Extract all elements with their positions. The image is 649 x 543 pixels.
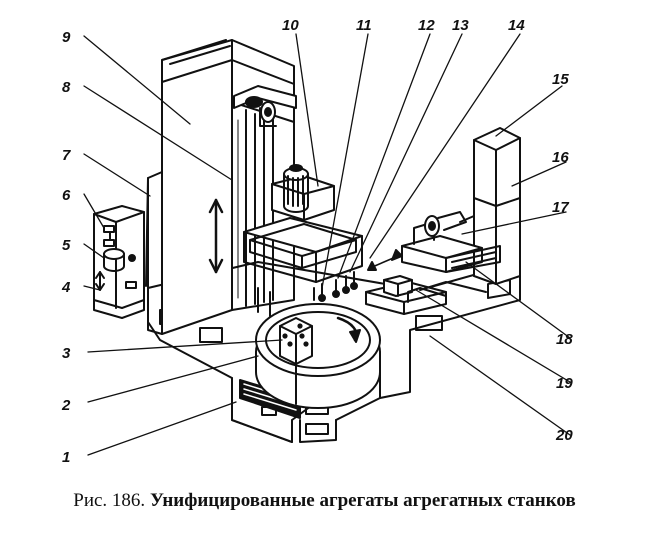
leader-8 — [83, 85, 233, 181]
leader-18 — [465, 261, 571, 339]
caption-title: Унифицированные агрегаты агрегатных стан… — [149, 490, 576, 511]
leader-1 — [87, 401, 237, 456]
callout-7: 7 — [62, 147, 71, 164]
callout-12: 12 — [418, 17, 435, 34]
column-top-drive — [233, 85, 297, 127]
leader-6 — [83, 193, 105, 229]
callout-3: 3 — [62, 345, 71, 362]
leader-lines — [83, 33, 571, 456]
callout-19: 19 — [556, 375, 573, 392]
callout-13: 13 — [452, 17, 469, 34]
leader-9 — [83, 35, 191, 125]
leader-15 — [495, 85, 563, 137]
leader-16 — [511, 161, 567, 187]
callout-5: 5 — [62, 237, 71, 254]
callout-11: 11 — [356, 17, 372, 34]
figure-caption: Рис. 186. Унифицированные агрегаты агрег… — [0, 490, 649, 512]
callout-labels: 1 2 3 4 5 6 7 8 9 10 11 12 13 14 15 16 1… — [61, 17, 573, 466]
leader-10 — [295, 33, 319, 187]
power-head — [271, 164, 335, 221]
leader-19 — [415, 289, 571, 383]
leader-20 — [429, 335, 571, 436]
leader-14 — [369, 33, 521, 259]
hydraulic-unit — [93, 205, 145, 319]
callout-14: 14 — [508, 17, 525, 34]
callout-9: 9 — [62, 29, 71, 46]
right-side-unit — [365, 127, 521, 315]
leader-3 — [87, 339, 283, 353]
leader-13 — [349, 33, 463, 273]
leader-17 — [461, 211, 567, 235]
leader-12 — [337, 33, 431, 279]
rotary-table — [255, 303, 381, 409]
callout-15: 15 — [552, 71, 569, 88]
callout-4: 4 — [61, 279, 71, 296]
callout-16: 16 — [552, 149, 569, 166]
callout-18: 18 — [556, 331, 573, 348]
leader-5 — [83, 243, 105, 259]
callout-1: 1 — [62, 449, 70, 466]
callout-6: 6 — [62, 187, 71, 204]
callout-10: 10 — [282, 17, 299, 34]
leader-7 — [83, 153, 151, 197]
callout-17: 17 — [552, 199, 569, 216]
leader-2 — [87, 355, 259, 403]
leader-11 — [321, 33, 369, 289]
fixture — [279, 317, 313, 405]
callout-20: 20 — [555, 427, 573, 444]
callout-8: 8 — [62, 79, 71, 96]
caption-figure-number: Рис. 186. — [73, 490, 146, 511]
callout-2: 2 — [61, 397, 71, 414]
leader-4 — [83, 285, 101, 291]
